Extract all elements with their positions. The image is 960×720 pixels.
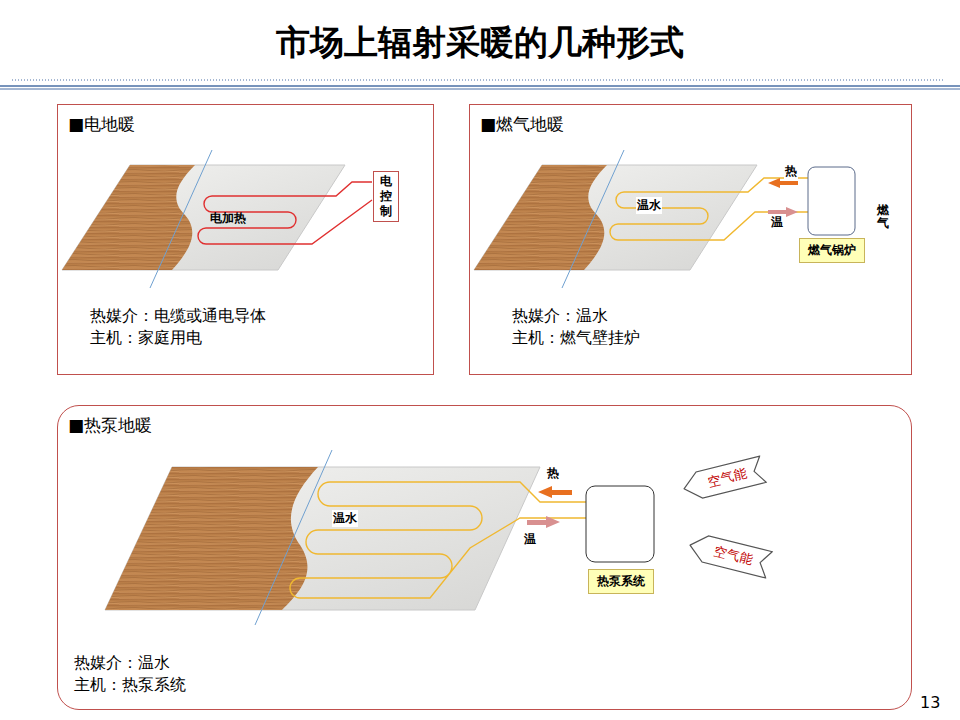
body-line: 热媒介：电缆或通电导体	[90, 305, 266, 327]
body-line: 主机：家庭用电	[90, 327, 266, 349]
diagram-label: 热	[546, 465, 560, 482]
diagram-label: 电加热	[210, 210, 246, 227]
body-line: 主机：热泵系统	[74, 674, 186, 696]
slide-title: 市场上辐射采暖的几种形式	[0, 20, 960, 66]
panel-heading: ■燃气地暖	[480, 113, 564, 136]
box-text: 电 控制	[380, 174, 392, 219]
box-text: 热泵系统	[597, 573, 645, 590]
diagram-label: 温	[770, 214, 784, 231]
panel-body: 热媒介：温水主机：热泵系统	[74, 652, 186, 696]
category-panel: ■电地暖热媒介：电缆或通电导体主机：家庭用电 电 控制	[57, 104, 434, 375]
panel-body: 热媒介：电缆或通电导体主机：家庭用电	[90, 305, 266, 349]
panel-heading: ■热泵地暖	[68, 414, 152, 437]
category-panel: ■燃气地暖热媒介：温水主机：燃气壁挂炉 燃气锅炉	[469, 104, 912, 375]
control-box: 电 控制	[373, 171, 399, 222]
box-text: 燃气锅炉	[808, 242, 856, 259]
category-panel: ■热泵地暖热媒介：温水主机：热泵系统热泵系统空气能空气能	[57, 405, 912, 710]
diagram-label: 温水	[636, 197, 662, 214]
body-line: 热媒介：温水	[512, 305, 640, 327]
air-energy-arrow: 空气能	[686, 530, 774, 579]
panel-body: 热媒介：温水主机：燃气壁挂炉	[512, 305, 640, 349]
unit-label-box: 燃气锅炉	[799, 238, 865, 263]
fuel-label: 燃气	[877, 204, 889, 230]
diagram-label: 温	[523, 531, 537, 548]
page-number: 13	[920, 693, 940, 712]
diagram-label: 热	[784, 163, 798, 180]
diagram-label: 温水	[332, 510, 358, 527]
unit-label-box: 热泵系统	[588, 569, 654, 594]
body-line: 主机：燃气壁挂炉	[512, 327, 640, 349]
air-energy-arrow: 空气能	[680, 454, 768, 503]
body-line: 热媒介：温水	[74, 652, 186, 674]
panel-heading: ■电地暖	[68, 113, 135, 136]
